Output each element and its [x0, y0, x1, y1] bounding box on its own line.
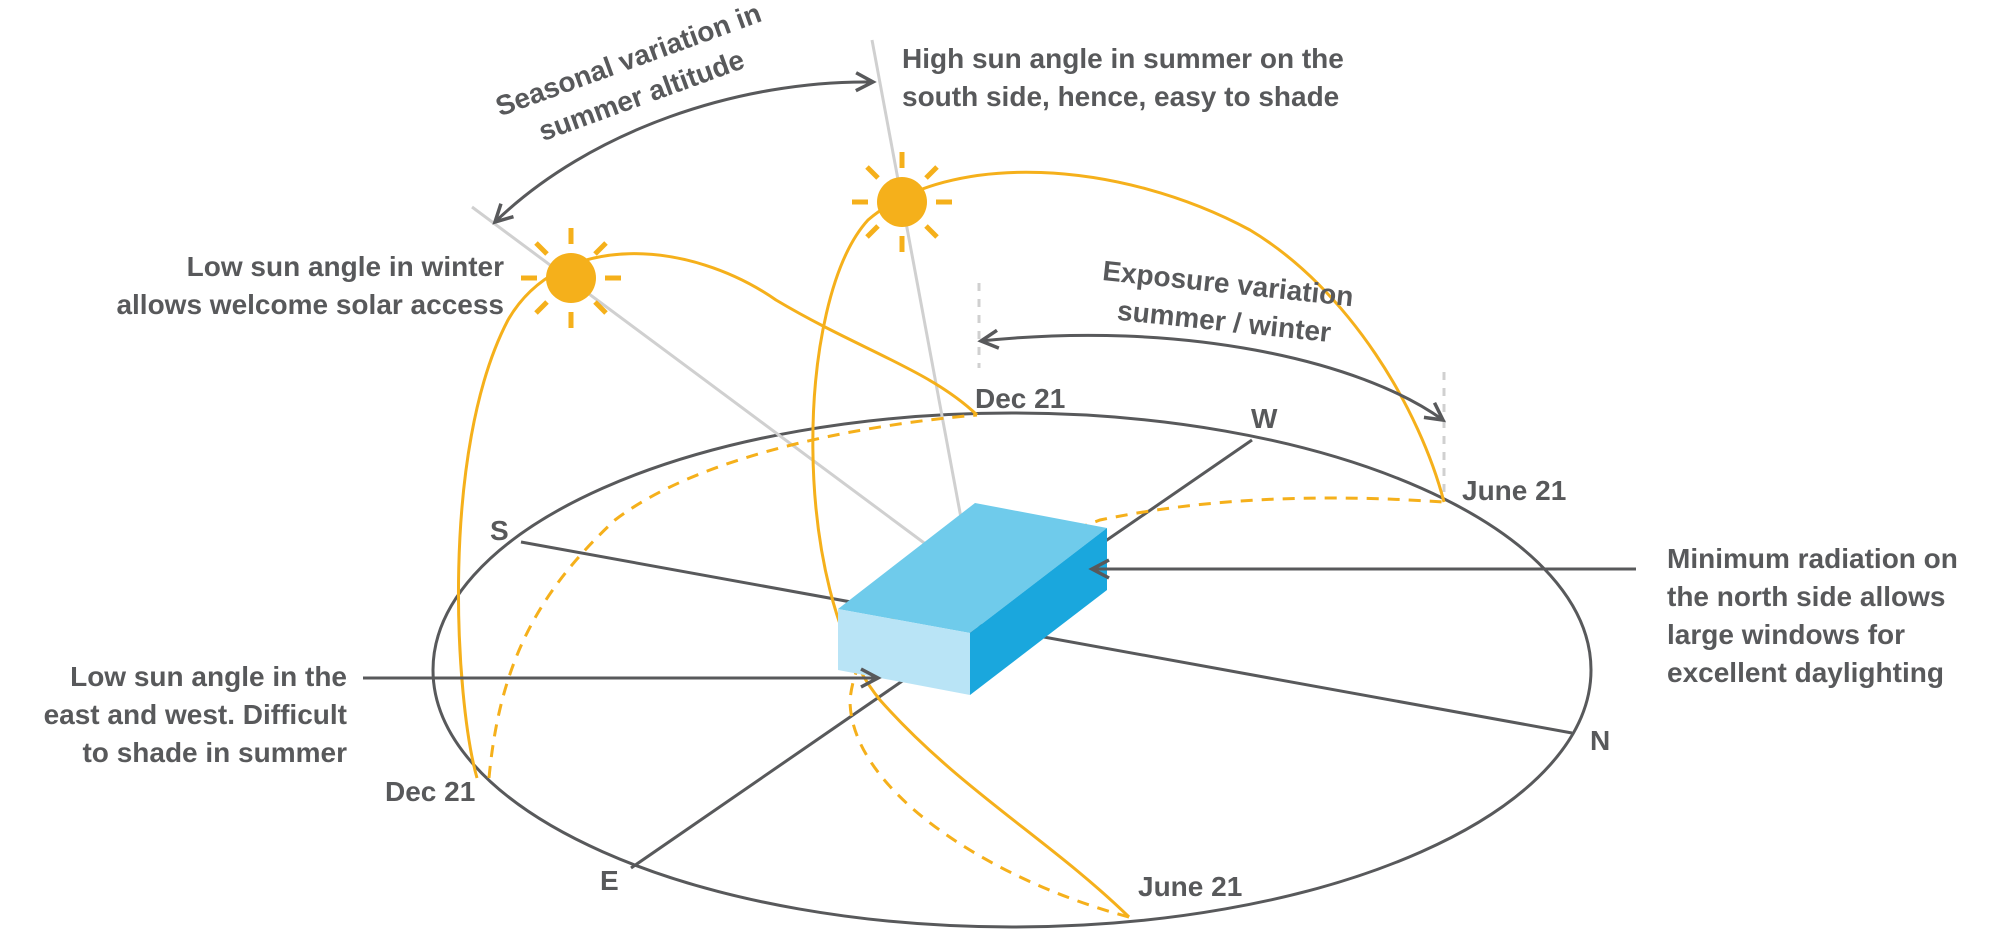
ray-winter: [471, 205, 971, 579]
summer-sun-path: [811, 170, 1446, 919]
sun-icon: [852, 152, 952, 252]
winter-sun-path: [456, 252, 979, 779]
exposure-variation-arrow: [977, 328, 1447, 423]
note-low-sun-winter: Low sun angle in winter allows welcome s…: [116, 251, 504, 320]
sun-icon: [521, 228, 621, 328]
date-june21-bottom: June 21: [1138, 871, 1243, 902]
compass-south: S: [490, 515, 509, 546]
summer-sun-path-hidden: [848, 496, 1445, 919]
note-low-sun-east-west: Low sun angle in the east and west. Diff…: [43, 661, 347, 768]
note-min-radiation: Minimum radiation on the north side allo…: [1667, 543, 1958, 688]
note-high-sun: High sun angle in summer on the south si…: [902, 43, 1344, 112]
date-june21-right: June 21: [1462, 475, 1567, 506]
ray-summer: [870, 39, 974, 578]
date-dec21-left: Dec 21: [385, 776, 476, 807]
winter-sun-path-hidden: [487, 413, 978, 779]
horizon-ellipse: [431, 411, 1593, 929]
building-side-face: [970, 528, 1107, 695]
seasonal-variation-arrow: [492, 71, 877, 225]
building-top-face: [838, 503, 1107, 633]
date-dec21-top: Dec 21: [975, 383, 1066, 414]
compass-east: E: [600, 865, 619, 896]
compass-west: W: [1251, 403, 1278, 434]
axis-south-north: [520, 540, 1573, 735]
compass-north: N: [1590, 725, 1611, 756]
building-box: [838, 503, 1107, 695]
